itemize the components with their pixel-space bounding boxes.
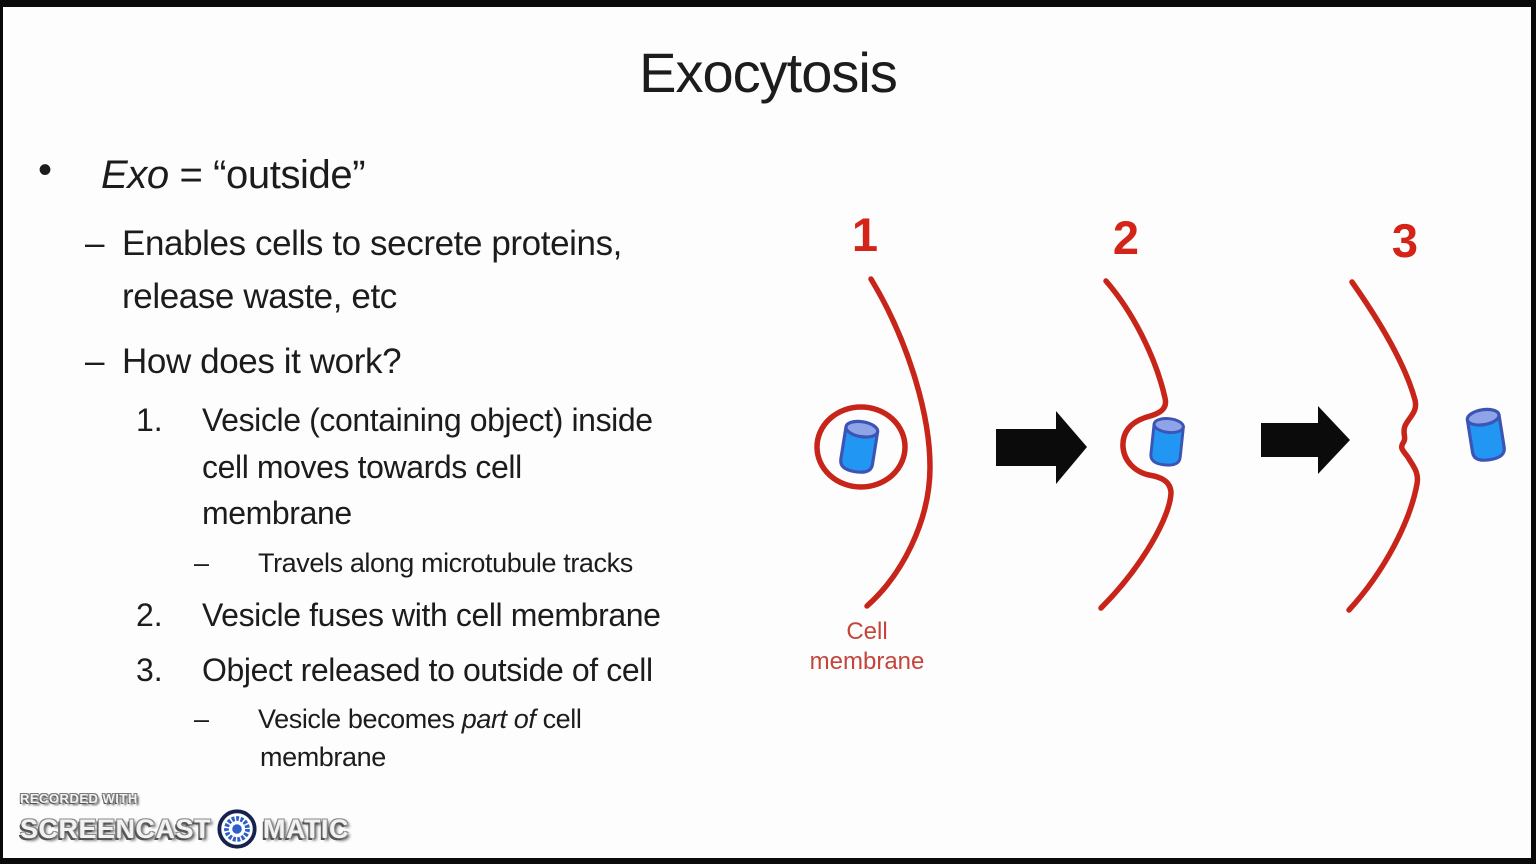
dash-marker-3: – (194, 548, 210, 578)
dash-marker-4: – (194, 704, 210, 734)
bullet-marker: • (38, 148, 53, 192)
slide-title: Exocytosis (639, 41, 898, 104)
step1-line1: Vesicle (containing object) inside (202, 402, 653, 438)
membrane-stage3-curve (1346, 279, 1421, 613)
dash-marker-2: – (85, 342, 105, 381)
cell-membrane-label-line2: membrane (809, 648, 925, 675)
stage1-number-label: 1 (851, 208, 879, 261)
stage2-number-label: 2 (1112, 211, 1140, 264)
sub-bullet-secrete-line1: Enables cells to secrete proteins, (122, 224, 623, 263)
membrane-stage1-curve (864, 276, 933, 609)
membrane-stage2-curve (1098, 278, 1174, 611)
sub-bullet-secrete-line2: release waste, etc (122, 277, 397, 316)
watermark-screencast: SCREENCAST (20, 813, 212, 844)
dash-marker-1: – (85, 224, 105, 263)
step3-number: 3. (136, 652, 163, 688)
watermark: RECORDED WITH SCREENCAST MATIC (20, 791, 349, 850)
stage3-number-label: 3 (1391, 214, 1419, 267)
exo-rest: = “outside” (168, 153, 366, 197)
step2-text: Vesicle fuses with cell membrane (202, 597, 661, 633)
step2-number: 2. (136, 597, 163, 633)
vesicle-cylinder-stage3 (1464, 405, 1508, 464)
watermark-matic: MATIC (263, 813, 350, 844)
step3-text: Object released to outside of cell (202, 652, 653, 688)
step1-number: 1. (136, 402, 163, 438)
arrow-stage2-to-stage3 (1261, 406, 1350, 474)
vesicle-circle (814, 404, 908, 490)
arrow-stage1-to-stage2 (996, 411, 1087, 484)
exo-term: Exo (101, 153, 169, 197)
step3-sub-post: cell (535, 704, 582, 734)
sub-bullet-how: How does it work? (122, 342, 402, 381)
step1-sub: Travels along microtubule tracks (258, 548, 633, 578)
step3-sub-line2: membrane (260, 742, 386, 772)
step1-line3: membrane (202, 495, 352, 531)
vesicle-cylinder-stage2 (1148, 415, 1186, 468)
step3-sub-italic: part of (461, 704, 536, 734)
step3-sub-line1: Vesicle becomes part of cell (258, 704, 582, 735)
cell-membrane-label: Cell membrane (796, 617, 938, 677)
step1-line2: cell moves towards cell (202, 449, 522, 485)
bullet-exo-line: Exo = “outside” (101, 152, 366, 198)
vesicle-cylinder-stage1 (837, 417, 881, 476)
cell-membrane-label-line1: Cell (846, 618, 888, 645)
watermark-recorded-with: RECORDED WITH (20, 791, 138, 806)
screencast-o-matic-logo-icon (217, 809, 257, 849)
step3-sub-pre: Vesicle becomes (258, 704, 462, 734)
